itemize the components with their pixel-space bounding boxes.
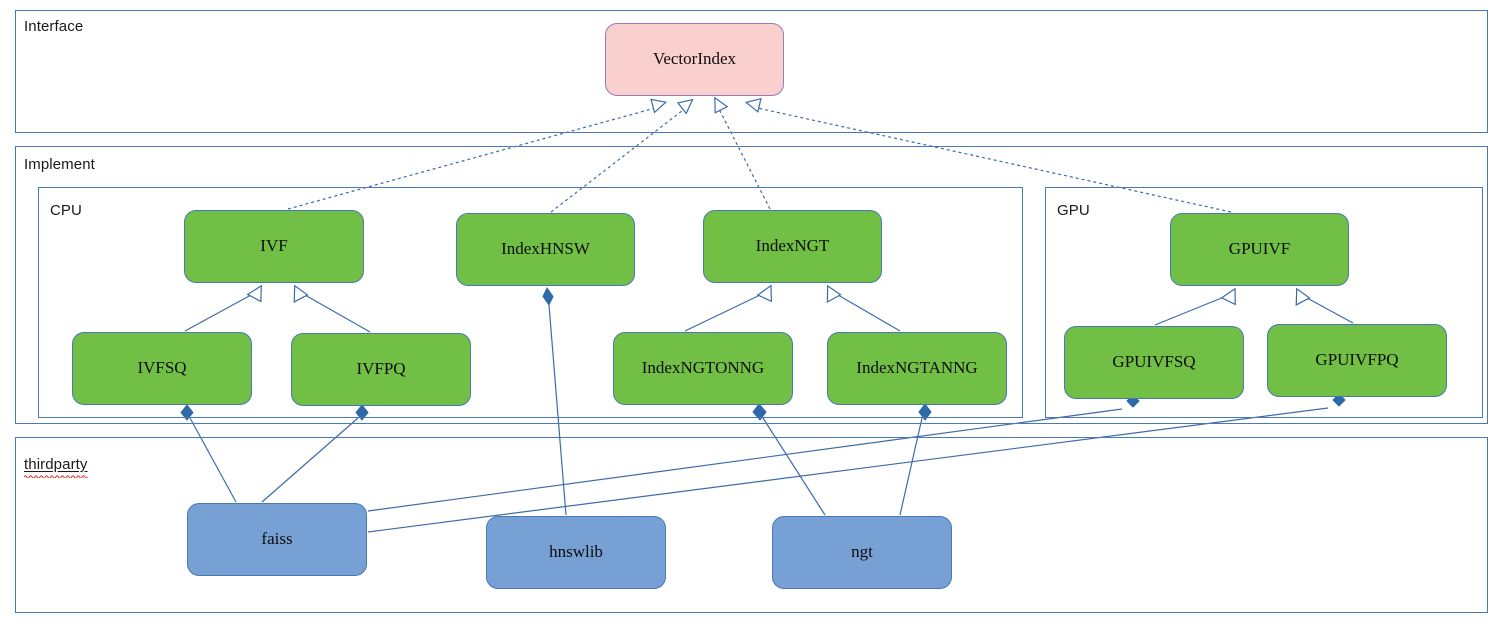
container-label-implement: Implement <box>24 156 95 173</box>
container-interface <box>15 10 1488 133</box>
node-label-indexngtonng: IndexNGTONNG <box>641 358 765 378</box>
node-label-ngt: ngt <box>851 542 873 562</box>
node-ivfsq[interactable]: IVFSQ <box>72 332 252 405</box>
node-label-gpuivfpq: GPUIVFPQ <box>1315 350 1399 370</box>
node-label-indexngtanng: IndexNGTANNG <box>856 358 978 378</box>
node-label-ivfsq: IVFSQ <box>137 358 187 378</box>
node-label-gpuivf: GPUIVF <box>1228 239 1291 259</box>
node-hnswlib[interactable]: hnswlib <box>486 516 666 589</box>
container-label-thirdparty-text: thirdparty <box>24 456 88 473</box>
node-label-faiss: faiss <box>261 529 293 549</box>
node-indexngt[interactable]: IndexNGT <box>703 210 882 283</box>
node-indexngtonng[interactable]: IndexNGTONNG <box>613 332 793 405</box>
node-indexhnsw[interactable]: IndexHNSW <box>456 213 635 286</box>
node-label-ivf: IVF <box>260 236 288 256</box>
node-label-hnswlib: hnswlib <box>549 542 603 562</box>
node-label-ivfpq: IVFPQ <box>356 359 406 379</box>
spellcheck-squiggle-icon <box>24 475 88 478</box>
container-cpu <box>38 187 1023 418</box>
node-gpuivfpq[interactable]: GPUIVFPQ <box>1267 324 1447 397</box>
node-gpuivfsq[interactable]: GPUIVFSQ <box>1064 326 1244 399</box>
node-faiss[interactable]: faiss <box>187 503 367 576</box>
container-label-thirdparty: thirdparty <box>24 456 88 478</box>
container-label-gpu: GPU <box>1057 202 1090 219</box>
node-ivf[interactable]: IVF <box>184 210 364 283</box>
node-ngt[interactable]: ngt <box>772 516 952 589</box>
node-label-indexngt: IndexNGT <box>755 236 830 256</box>
container-implement <box>15 146 1488 424</box>
node-label-vectorindex: VectorIndex <box>652 49 737 69</box>
node-vectorindex[interactable]: VectorIndex <box>605 23 784 96</box>
container-thirdparty <box>15 437 1488 613</box>
node-indexngtanng[interactable]: IndexNGTANNG <box>827 332 1007 405</box>
node-label-indexhnsw: IndexHNSW <box>501 239 590 259</box>
node-label-gpuivfsq: GPUIVFSQ <box>1112 352 1196 372</box>
container-label-cpu: CPU <box>50 202 82 219</box>
node-gpuivf[interactable]: GPUIVF <box>1170 213 1349 286</box>
container-gpu <box>1045 187 1483 418</box>
node-ivfpq[interactable]: IVFPQ <box>291 333 471 406</box>
container-label-interface: Interface <box>24 18 84 35</box>
